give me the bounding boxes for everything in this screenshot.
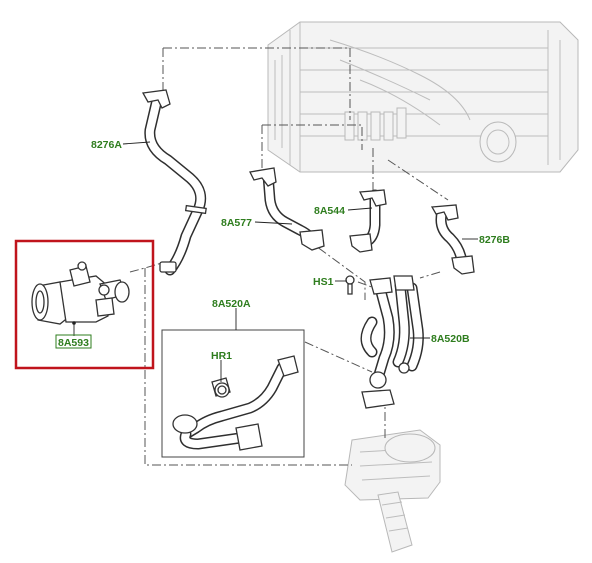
hose-8276A[interactable] <box>141 89 207 276</box>
callout-8A593: 8A593 <box>58 337 89 349</box>
ring-HR1[interactable] <box>214 382 230 398</box>
hose-8A544[interactable] <box>349 189 387 253</box>
lower-housing-ghost <box>344 429 441 553</box>
highlight-box-8A593[interactable] <box>14 239 155 370</box>
callout-8A577: 8A577 <box>221 217 252 229</box>
callout-8276A: 8276A <box>91 139 122 151</box>
callout-8A593-box <box>55 334 92 349</box>
hose-8A577[interactable] <box>249 167 325 251</box>
callout-HR1: HR1 <box>211 350 232 362</box>
hose-8276B[interactable] <box>430 204 475 275</box>
hose-assembly-8A520B[interactable] <box>360 275 424 409</box>
intercooler-ghost <box>267 21 579 173</box>
leader-lines <box>72 141 478 382</box>
callout-HS1: HS1 <box>313 276 334 288</box>
callout-8A544: 8A544 <box>314 205 345 217</box>
thermostat-housing-8A593[interactable] <box>31 261 130 325</box>
callouts: 8276A 8A577 8A544 8276B HS1 8A520A HR1 8… <box>55 139 510 362</box>
screw-HS1[interactable] <box>345 275 355 295</box>
callout-8276B: 8276B <box>479 234 510 246</box>
callout-8A520B: 8A520B <box>431 333 470 345</box>
callout-8A520A: 8A520A <box>212 298 251 310</box>
detail-box-8A520A[interactable] <box>161 329 305 458</box>
